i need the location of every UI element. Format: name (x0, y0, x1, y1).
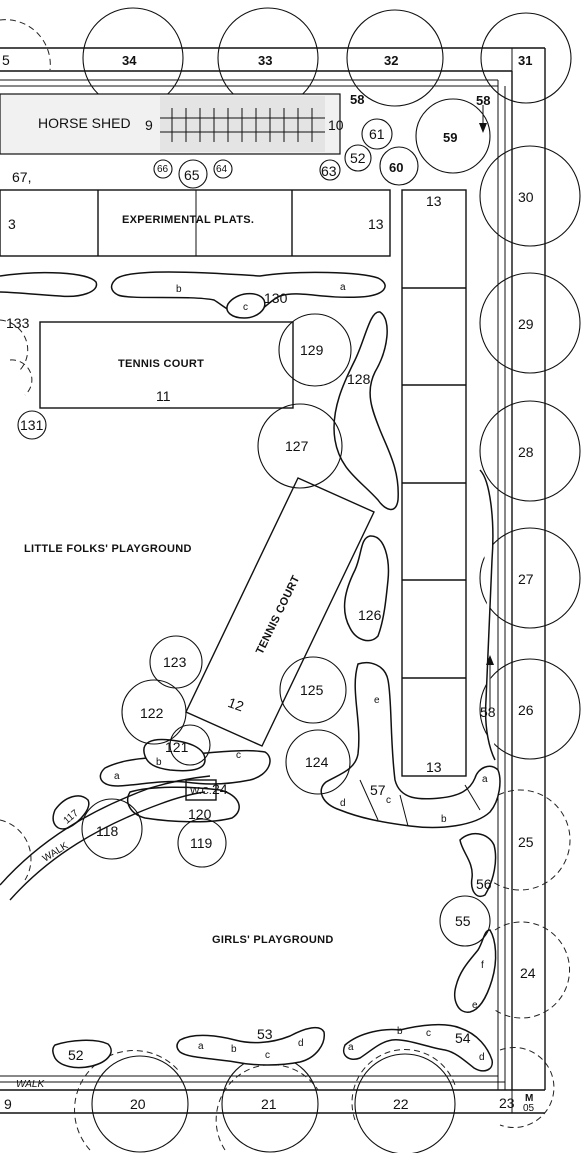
label-25: 25 (518, 834, 534, 850)
bed-letter-e2: e (472, 1000, 478, 1011)
arrows (479, 105, 494, 710)
bed-letter-a3: a (482, 774, 488, 785)
label-66: 66 (157, 164, 169, 175)
bed-letter-a1: b (176, 284, 182, 295)
tennis-court-top-label: TENNIS COURT (118, 358, 204, 370)
labels: 5 34 33 32 31 30 29 28 27 26 25 24 23 M … (2, 52, 536, 1114)
label-little-folks: LITTLE FOLKS' PLAYGROUND (24, 543, 192, 555)
label-13-a: 13 (368, 216, 384, 232)
label-120: 120 (188, 806, 212, 822)
label-30: 30 (518, 189, 534, 205)
bed-letter-c4: c (426, 1028, 431, 1039)
label-128: 128 (347, 371, 371, 387)
bed-letter-f: f (481, 960, 484, 971)
label-130: 130 (264, 290, 288, 306)
label-26: 26 (518, 702, 534, 718)
label-wc: W.C. (190, 786, 212, 797)
bed-letter-c1: c (243, 302, 248, 313)
bed-letter-b3: b (397, 1026, 403, 1037)
label-10: 10 (328, 117, 344, 133)
label-52-b: 52 (68, 1047, 84, 1063)
label-23: 23 (499, 1095, 515, 1111)
bed-letter-d2: d (479, 1052, 485, 1063)
label-67: 67, (12, 169, 31, 185)
label-19: 9 (4, 1096, 12, 1112)
label-122: 122 (140, 705, 164, 721)
bed-letter-e1: e (374, 695, 380, 706)
label-34: 34 (122, 53, 137, 68)
bed-letter-a4: a (114, 771, 120, 782)
label-58-c: 58 (480, 704, 496, 720)
walk-bottom-label: WALK (16, 1079, 45, 1090)
label-55: 55 (455, 913, 471, 929)
label-53: 53 (257, 1026, 273, 1042)
label-32: 32 (384, 53, 398, 68)
tennis-court-top: TENNIS COURT (39, 321, 294, 409)
plats-column (401, 189, 467, 777)
label-52-a: 52 (350, 150, 366, 166)
shrub-beds (0, 271, 501, 1072)
bed-letter-d1: d (340, 798, 346, 809)
bed-letter-c2: c (386, 795, 391, 806)
experimental-plats-label: EXPERIMENTAL PLATS. (122, 214, 254, 226)
label-29: 29 (518, 316, 534, 332)
label-girls-playground: GIRLS' PLAYGROUND (212, 934, 334, 946)
label-11: 11 (156, 388, 171, 404)
label-3: 3 (8, 216, 16, 232)
label-27: 27 (518, 571, 534, 587)
label-124: 124 (305, 754, 329, 770)
label-13-b: 13 (426, 193, 442, 209)
label-21: 21 (261, 1096, 277, 1112)
label-54: 54 (455, 1030, 471, 1046)
label-123: 123 (163, 654, 187, 670)
bed-letter-d3: d (298, 1038, 304, 1049)
horse-shed-label: HORSE SHED (38, 115, 131, 131)
label-56: 56 (476, 876, 492, 892)
label-m-bottom: 05 (523, 1103, 535, 1114)
label-64: 64 (216, 164, 228, 175)
label-63: 63 (321, 163, 337, 179)
bed-letter-a5: a (348, 1042, 354, 1053)
bed-letter-b4: b (231, 1044, 237, 1055)
label-61: 61 (369, 126, 385, 142)
label-12: 12 (226, 694, 246, 714)
bed-letter-a6: a (198, 1041, 204, 1052)
interior-trees (0, 98, 491, 947)
label-126: 126 (358, 607, 382, 623)
label-m-top: M (525, 1093, 533, 1104)
bed-letter-c3: c (236, 750, 241, 761)
tennis-court-diag-label: TENNIS COURT (254, 574, 303, 657)
bed-letter-b1: b (441, 814, 447, 825)
label-33: 33 (258, 53, 272, 68)
label-31: 31 (518, 53, 532, 68)
label-58-b: 58 (476, 93, 490, 108)
label-22: 22 (393, 1096, 409, 1112)
label-121: 121 (165, 739, 189, 755)
label-129: 129 (300, 342, 324, 358)
label-24: 24 (520, 965, 536, 981)
experimental-plats: EXPERIMENTAL PLATS. (0, 189, 391, 257)
label-65: 65 (184, 167, 200, 183)
label-119: 119 (190, 835, 213, 851)
label-9: 9 (145, 117, 153, 133)
bed-letter-c5: c (265, 1050, 270, 1061)
horse-shed: HORSE SHED (0, 93, 341, 155)
label-125: 125 (300, 682, 324, 698)
label-131: 131 (20, 417, 44, 433)
label-5: 5 (2, 52, 10, 68)
label-60: 60 (389, 160, 403, 175)
label-59: 59 (443, 130, 457, 145)
label-13-c: 13 (426, 759, 442, 775)
bed-letter-a2: a (340, 282, 346, 293)
label-118: 118 (96, 823, 119, 839)
label-wc-24: 24 (212, 781, 228, 797)
label-127: 127 (285, 438, 309, 454)
label-58-a: 58 (350, 92, 364, 107)
label-20: 20 (130, 1096, 146, 1112)
label-57: 57 (370, 782, 386, 798)
label-133: 133 (6, 315, 30, 331)
label-28: 28 (518, 444, 534, 460)
bed-letter-b2: b (156, 757, 162, 768)
